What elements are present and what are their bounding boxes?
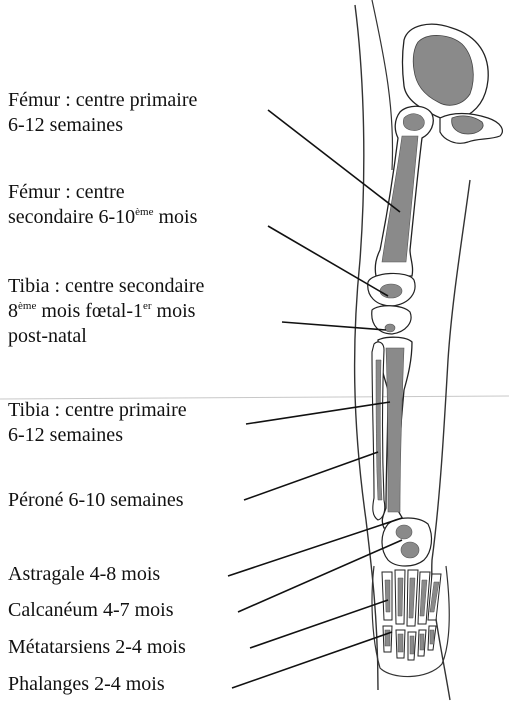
label-tibia-secondary-text-a: 8 (8, 300, 18, 322)
label-femur-secondary-text-b: mois (154, 206, 198, 228)
tibia-secondary-ossified (385, 324, 395, 332)
label-tibia-secondary-text-b: mois fœtal-1 (36, 300, 143, 322)
leader-femur-secondary (268, 226, 388, 296)
label-femur-secondary: Fémur : centre secondaire 6-10ème mois (8, 180, 197, 230)
label-femur-secondary-line2: secondaire 6-10ème mois (8, 205, 197, 230)
label-tibia-secondary-sup2: er (143, 300, 152, 312)
label-phalanges: Phalanges 2-4 mois (8, 672, 165, 697)
label-tibia-secondary-line2: 8ème mois fœtal-1er mois (8, 299, 204, 324)
label-femur-primary-line2: 6-12 semaines (8, 113, 197, 138)
tibia-shaft-ossified (386, 348, 404, 512)
label-perone: Péroné 6-10 semaines (8, 488, 184, 513)
label-tibia-secondary-text-c: mois (152, 300, 196, 322)
leader-phalanges (232, 632, 392, 688)
label-tibia-primary: Tibia : centre primaire 6-12 semaines (8, 398, 187, 448)
label-tibia-primary-line2: 6-12 semaines (8, 423, 187, 448)
leader-tibia-secondary (282, 322, 386, 330)
label-calcaneum: Calcanéum 4-7 mois (8, 598, 174, 623)
label-femur-primary: Fémur : centre primaire 6-12 semaines (8, 88, 197, 138)
label-tibia-secondary-line1: Tibia : centre secondaire (8, 274, 204, 299)
leader-femur-primary (268, 110, 400, 212)
label-tibia-secondary: Tibia : centre secondaire 8ème mois fœta… (8, 274, 204, 349)
label-femur-secondary-line1: Fémur : centre (8, 180, 197, 205)
label-tibia-secondary-sup: ème (18, 300, 36, 312)
leader-astragale (228, 518, 402, 576)
label-tibia-primary-line1: Tibia : centre primaire (8, 398, 187, 423)
femur-head-ossified (403, 114, 424, 131)
label-astragale: Astragale 4-8 mois (8, 562, 160, 587)
femur-secondary-ossified (380, 284, 402, 298)
calcaneum-ossified (401, 542, 419, 558)
label-tibia-secondary-line3: post-natal (8, 324, 204, 349)
hip-outline (372, 0, 393, 170)
label-femur-secondary-sup: ème (135, 206, 153, 218)
astragale-ossified (396, 525, 412, 539)
leader-calcaneum (238, 540, 402, 612)
leader-perone (244, 452, 378, 500)
leg-outline-inner (432, 180, 470, 700)
label-metatarsiens: Métatarsiens 2-4 mois (8, 635, 186, 660)
label-femur-secondary-text-a: secondaire 6-10 (8, 206, 135, 228)
label-femur-primary-line1: Fémur : centre primaire (8, 88, 197, 113)
leader-tibia-primary (246, 402, 390, 424)
